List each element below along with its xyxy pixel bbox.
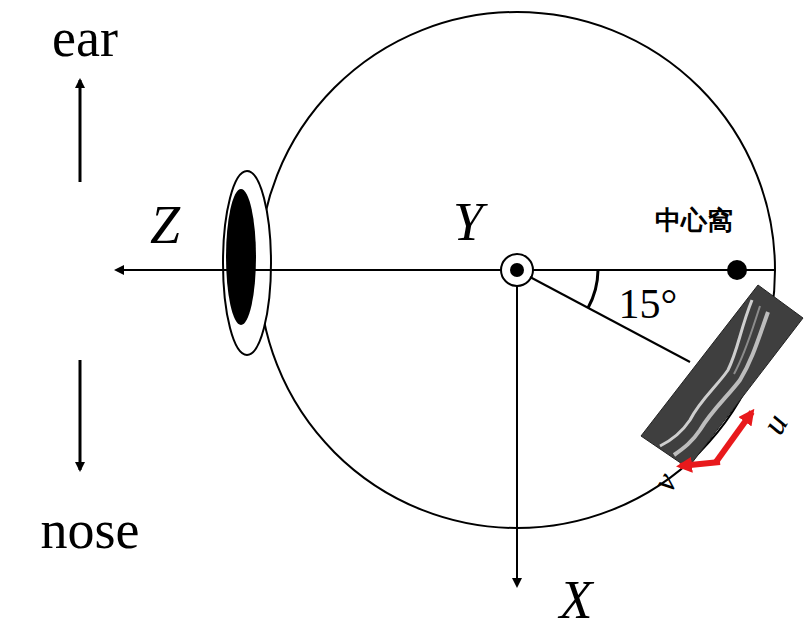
angle-line <box>530 277 690 362</box>
axis-label: Y <box>453 195 483 249</box>
axis-label: Z <box>150 198 180 252</box>
nose-arrow <box>79 360 82 470</box>
x-axis <box>516 270 518 586</box>
axis-label: X <box>560 573 593 627</box>
y-axis-dot <box>510 263 524 277</box>
angle-label: 15° <box>619 283 678 325</box>
v-arrow <box>680 462 720 466</box>
direction-label: nose <box>41 503 140 557</box>
fovea-label: 中心窩 <box>655 207 733 233</box>
u-arrow <box>716 412 752 462</box>
angle-arc <box>588 270 598 308</box>
fovea-dot <box>727 260 747 280</box>
lens <box>223 171 271 355</box>
y-axis-symbol <box>501 254 533 286</box>
oct-retina-layer <box>674 312 768 455</box>
z-axis <box>116 269 775 271</box>
ear-arrow <box>79 80 82 182</box>
direction-label: ear <box>52 11 118 65</box>
axis-label: u <box>756 408 794 440</box>
pupil <box>226 189 256 325</box>
oct-retina-layer <box>734 306 760 374</box>
